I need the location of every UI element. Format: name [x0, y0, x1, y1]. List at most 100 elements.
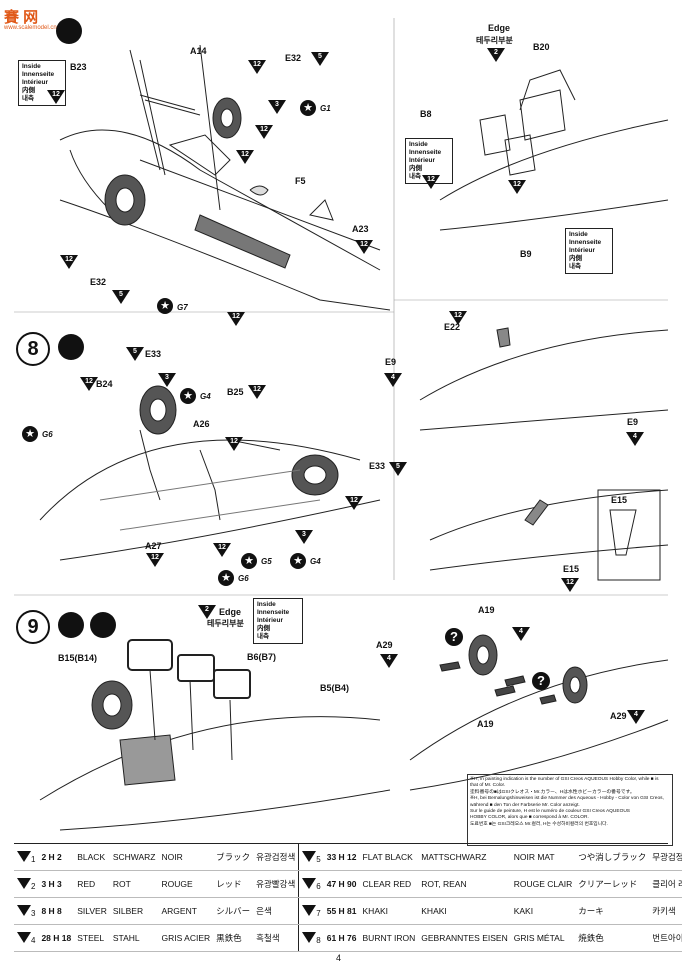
edge-label-step7: Edge — [488, 23, 511, 33]
paint-code-triangle: 3 — [158, 373, 176, 387]
paint-triangle-icon — [302, 904, 317, 916]
paint-code-number: 12 — [232, 313, 240, 320]
paint-code-number: 5 — [133, 348, 137, 355]
legend-cell: 유광검정색 — [253, 844, 299, 871]
legend-cell: SCHWARZ — [109, 844, 159, 871]
legend-cell: BLACK — [74, 844, 110, 871]
paint-code-triangle: 12 — [561, 578, 579, 592]
paint-code-triangle: 12 — [146, 553, 164, 567]
legend-cell: 焼鉄色 — [575, 924, 650, 952]
legend-paint-code: 47 H 90 — [323, 870, 360, 898]
paint-code-triangle: 5 — [126, 347, 144, 361]
legend-cell: SILBER — [109, 897, 159, 925]
paint-code-number: 5 — [318, 53, 322, 60]
legend-cell: 6 — [298, 870, 324, 898]
legend-cell: 유광빨강색 — [253, 870, 299, 898]
step-number-8: 8 — [16, 332, 50, 366]
paint-code-triangle: 2 — [487, 48, 505, 62]
question-icon: ? — [532, 672, 550, 690]
part-e9-left: E9 — [385, 357, 397, 367]
paint-code-number: 12 — [360, 241, 368, 248]
paint-code-triangle: 3 — [295, 530, 313, 544]
edge-label-kr-step9: 테두리부분 — [207, 619, 244, 628]
paint-code-number: 12 — [253, 61, 261, 68]
legend-paint-code: 2 H 2 — [38, 844, 75, 871]
page-number: 4 — [336, 953, 342, 963]
part-b15-b14: B15(B14) — [58, 653, 98, 663]
glue-star-icon: ★ — [157, 298, 173, 314]
legend-cell: シルバー — [213, 897, 254, 925]
legend-cell: 黒鉄色 — [213, 924, 254, 952]
legend-cell: 3 — [14, 897, 39, 925]
paint-code-triangle: 12 — [80, 377, 98, 391]
glue-icon — [58, 334, 84, 360]
legend-cell: GEBRANNTES EISEN — [418, 924, 511, 952]
paint-code-triangle: 4 — [627, 710, 645, 724]
glue-icon — [58, 612, 84, 638]
legend-cell: 4 — [14, 924, 39, 952]
legend-paint-code: 8 H 8 — [38, 897, 75, 925]
glue-star-icon: ★ — [290, 553, 306, 569]
paint-code-triangle: 12 — [225, 437, 243, 451]
part-e22: E22 — [444, 322, 461, 332]
paint-code-number: 12 — [454, 312, 462, 319]
part-a19-bottom: A19 — [477, 719, 494, 729]
paint-code-number: 4 — [519, 628, 523, 635]
legend-cell: STAHL — [109, 924, 159, 952]
legend-cell: ARGENT — [158, 897, 214, 925]
legend-cell: KHAKI — [359, 897, 419, 925]
part-g4-top: G4 — [200, 392, 211, 401]
legend-cell: ROUGE — [158, 870, 214, 898]
legend-cell: 번트아이언 — [649, 924, 682, 952]
glue-star-icon: ★ — [218, 570, 234, 586]
legend-cell: ROT, REAN — [418, 870, 511, 898]
legend-paint-number: 7 — [316, 908, 321, 918]
paint-code-triangle: 4 — [626, 432, 644, 446]
part-e32-top: E32 — [285, 53, 302, 63]
paint-code-number: 12 — [241, 151, 249, 158]
watermark-url: www.scalemodel.cn — [4, 25, 57, 31]
part-b9: B9 — [520, 249, 532, 259]
paint-code-triangle: 12 — [236, 150, 254, 164]
step-7-icon — [56, 18, 82, 44]
paint-triangle-icon — [302, 850, 317, 862]
paint-code-number: 12 — [65, 256, 73, 263]
legend-cell: 5 — [298, 844, 324, 871]
paint-code-triangle: 12 — [355, 240, 373, 254]
legend-paint-code: 55 H 81 — [323, 897, 360, 925]
legend-cell: SILVER — [74, 897, 110, 925]
legend-cell: レッド — [213, 870, 254, 898]
legend-cell: GRIS ACIER — [158, 924, 214, 952]
glue-star-icon: ★ — [300, 100, 316, 116]
paint-code-triangle: 12 — [47, 90, 65, 104]
legend-cell: ROT — [109, 870, 159, 898]
legend-cell: 은색 — [253, 897, 299, 925]
part-e15-detail: E15 — [611, 495, 628, 505]
paint-code-number: 3 — [275, 101, 279, 108]
legend-cell: KHAKI — [418, 897, 511, 925]
glue-star-icon: ★ — [22, 426, 38, 442]
paint-code-number: 2 — [494, 49, 498, 56]
part-g1: G1 — [320, 104, 331, 113]
legend-paint-code: 61 H 76 — [323, 924, 360, 952]
legend-cell: ブラック — [213, 844, 254, 871]
part-a19-top: A19 — [478, 605, 495, 615]
legend-cell: クリアーレッド — [575, 870, 650, 898]
paint-code-triangle: 5 — [389, 462, 407, 476]
legend-paint-number: 6 — [316, 881, 321, 891]
part-e32-bottom: E32 — [90, 277, 107, 287]
legend-cell: 7 — [298, 897, 324, 925]
legend-cell: FLAT BLACK — [359, 844, 419, 871]
paint-code-triangle: 5 — [311, 52, 329, 66]
part-a27: A27 — [145, 541, 162, 551]
part-e33-right: E33 — [369, 461, 386, 471]
glue-star-icon: ★ — [241, 553, 257, 569]
paint-code-number: 12 — [513, 181, 521, 188]
part-b25: B25 — [227, 387, 244, 397]
legend-cell: GRIS MÉTAL — [510, 924, 576, 952]
paint-code-number: 5 — [396, 463, 400, 470]
